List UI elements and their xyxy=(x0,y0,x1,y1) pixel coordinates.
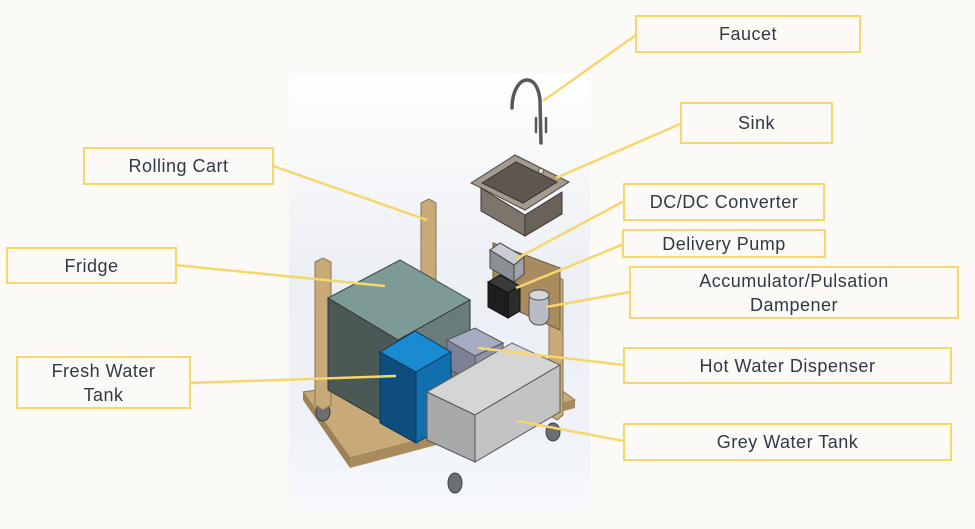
sink-shape xyxy=(469,154,571,237)
label-rolling-cart: Rolling Cart xyxy=(83,147,274,185)
label-sink: Sink xyxy=(680,102,833,144)
leader-faucet xyxy=(542,33,637,103)
leader-grey-water-tank xyxy=(516,419,625,443)
grey-water-tank-shape xyxy=(425,342,562,463)
label-fridge: Fridge xyxy=(6,247,177,284)
leader-delivery-pump xyxy=(515,242,625,290)
dc-dc-converter-shape xyxy=(489,242,525,284)
leader-fresh-water-tank xyxy=(189,374,397,385)
label-grey-water-tank: Grey Water Tank xyxy=(623,423,952,461)
leader-dc-dc-converter xyxy=(515,199,625,261)
leader-hot-water-dispenser xyxy=(477,346,625,367)
leader-rolling-cart xyxy=(272,164,428,222)
label-accumulator: Accumulator/Pulsation Dampener xyxy=(629,266,959,319)
label-fresh-water-tank: Fresh Water Tank xyxy=(16,356,191,409)
leader-fridge xyxy=(174,263,386,288)
label-dc-dc-converter: DC/DC Converter xyxy=(623,183,825,221)
delivery-pump-shape xyxy=(486,274,522,319)
label-delivery-pump: Delivery Pump xyxy=(622,229,826,258)
leader-sink xyxy=(555,122,681,180)
label-hot-water-dispenser: Hot Water Dispenser xyxy=(623,347,952,384)
faucet-shape xyxy=(510,78,548,145)
accumulator-shape xyxy=(528,289,550,326)
leader-lines xyxy=(174,33,681,443)
leader-accumulator xyxy=(545,290,631,309)
label-faucet: Faucet xyxy=(635,15,861,53)
